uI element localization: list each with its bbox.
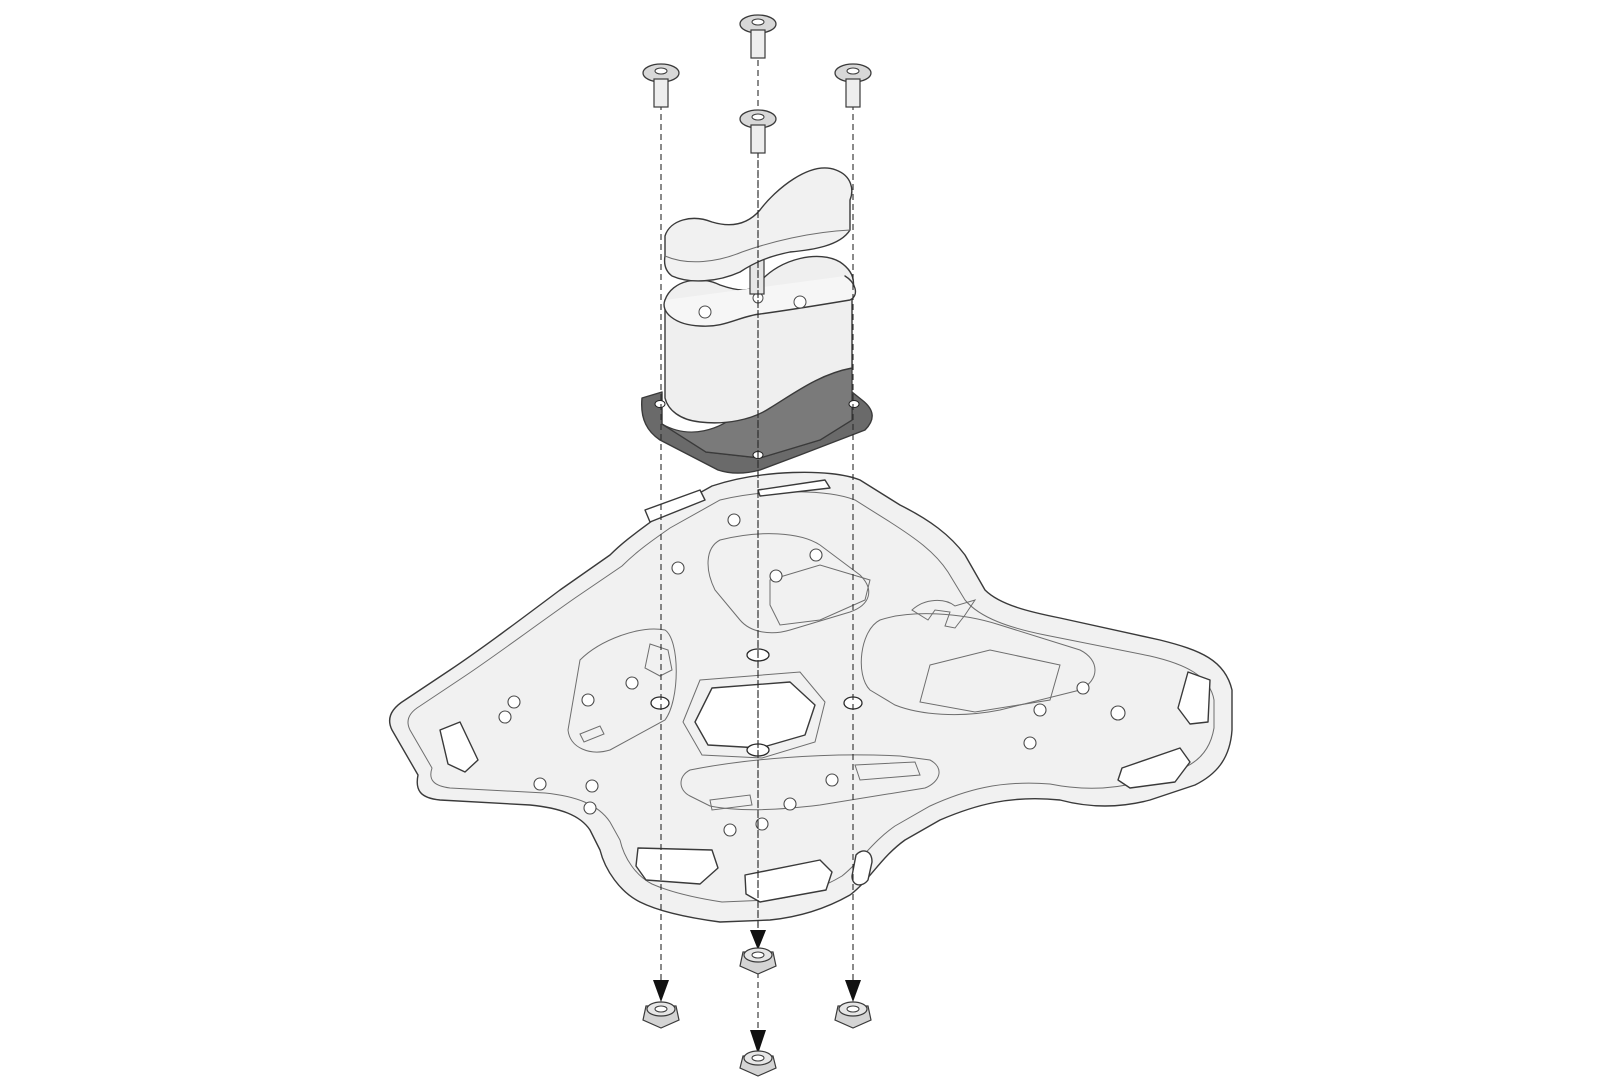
- spacer-block-lower-icon: [663, 255, 857, 424]
- bolt-icon: [739, 109, 777, 154]
- luggage-rack-plate-icon: [388, 471, 1233, 923]
- bolt-icon: [739, 14, 777, 59]
- flange-nut-icon: [739, 1050, 777, 1077]
- arrow-icon: [653, 980, 669, 1002]
- arrow-icon: [750, 1030, 766, 1054]
- arrow-icon: [750, 930, 766, 950]
- direction-arrows: [653, 930, 861, 1054]
- bolt-icon: [834, 63, 872, 108]
- bolt-icon: [642, 63, 680, 108]
- flange-nut-icon: [834, 1001, 872, 1029]
- flange-nut-icon: [642, 1001, 680, 1029]
- assembly-guide-lines: [660, 60, 854, 1045]
- flange-nut-icon: [739, 947, 777, 975]
- arrow-icon: [845, 980, 861, 1002]
